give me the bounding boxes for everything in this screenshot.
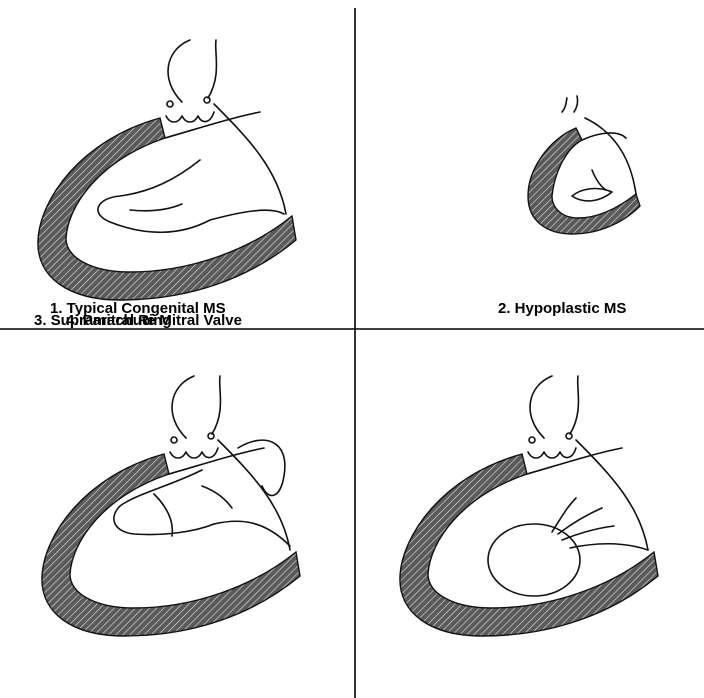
panel-4-label: 4. Parachute Mitral Valve <box>66 312 242 329</box>
single-papillary-muscle <box>488 524 580 596</box>
panel-3-supramitral-ring: 3. Supramitral Ring <box>34 312 300 636</box>
panel-2-hypoplastic-ms: 2. Hypoplastic MS <box>498 96 640 317</box>
panel-1-typical-congenital-ms: 1. Typical Congenital MS <box>38 40 296 317</box>
mitral-funnel <box>98 160 284 232</box>
panel-2-label: 2. Hypoplastic MS <box>498 300 626 317</box>
